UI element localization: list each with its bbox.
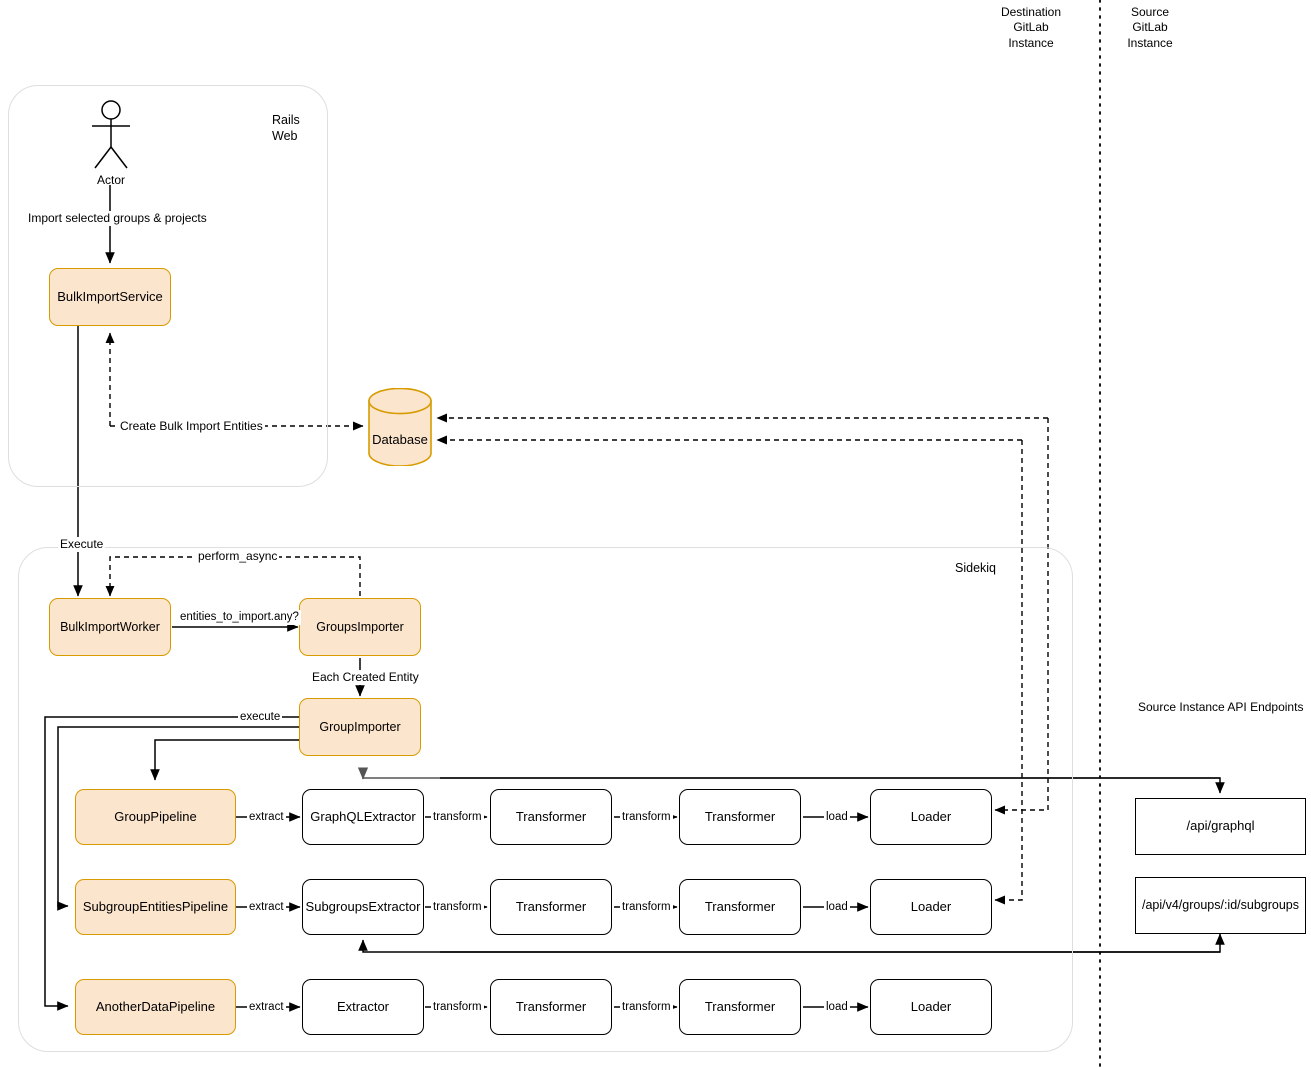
edge-label-transform-r2-a: transform bbox=[431, 900, 484, 915]
edge-label-load-r1: load bbox=[824, 810, 850, 825]
node-bulk-import-worker[interactable]: BulkImportWorker bbox=[49, 598, 171, 656]
edge-label-execute: Execute bbox=[58, 537, 106, 553]
node-transformer-r1-b[interactable]: Transformer bbox=[679, 789, 801, 845]
node-subgroup-entities-pipeline[interactable]: SubgroupEntitiesPipeline bbox=[75, 879, 236, 935]
rails-web-label: Rails Web bbox=[272, 112, 300, 145]
node-group-importer[interactable]: GroupImporter bbox=[299, 698, 421, 756]
api-endpoint-graphql[interactable]: /api/graphql bbox=[1135, 798, 1306, 855]
node-group-pipeline[interactable]: GroupPipeline bbox=[75, 789, 236, 845]
edge-label-load-r3: load bbox=[824, 1000, 850, 1015]
edge-label-execute-pipeline: execute bbox=[238, 710, 283, 725]
node-loader-r2[interactable]: Loader bbox=[870, 879, 992, 935]
node-groups-importer[interactable]: GroupsImporter bbox=[299, 598, 421, 656]
edge-label-extract-r1: extract bbox=[247, 810, 286, 825]
source-line-1: Source bbox=[1130, 5, 1170, 19]
destination-instance-label: Destination GitLab Instance bbox=[995, 5, 1067, 51]
node-transformer-r2-a[interactable]: Transformer bbox=[490, 879, 612, 935]
sidekiq-container bbox=[18, 547, 1073, 1052]
node-loader-r1[interactable]: Loader bbox=[870, 789, 992, 845]
api-endpoint-subgroups[interactable]: /api/v4/groups/:id/subgroups bbox=[1135, 877, 1306, 934]
database-label: Database bbox=[372, 431, 428, 447]
actor-label: Actor bbox=[96, 173, 125, 187]
edge-label-import-selected: Import selected groups & projects bbox=[26, 211, 209, 227]
edge-label-extract-r2: extract bbox=[247, 900, 286, 915]
rails-web-container bbox=[8, 85, 328, 487]
database-icon[interactable] bbox=[368, 388, 432, 466]
api-endpoints-heading: Source Instance API Endpoints bbox=[1138, 700, 1304, 714]
node-graphql-extractor[interactable]: GraphQLExtractor bbox=[302, 789, 424, 845]
edge-label-transform-r1-a: transform bbox=[431, 810, 484, 825]
rails-label-line-1: Rails bbox=[272, 113, 300, 127]
destination-line-1: Destination bbox=[1000, 5, 1062, 19]
node-transformer-r3-a[interactable]: Transformer bbox=[490, 979, 612, 1035]
destination-line-3: Instance bbox=[1008, 35, 1054, 50]
source-line-3: Instance bbox=[1127, 35, 1173, 50]
node-transformer-r2-b[interactable]: Transformer bbox=[679, 879, 801, 935]
sidekiq-label: Sidekiq bbox=[955, 561, 996, 575]
destination-line-2: GitLab bbox=[1013, 20, 1049, 35]
node-transformer-r3-b[interactable]: Transformer bbox=[679, 979, 801, 1035]
edge-label-create-bulk-import-entities: Create Bulk Import Entities bbox=[118, 419, 265, 435]
rails-label-line-2: Web bbox=[272, 129, 298, 144]
node-another-data-pipeline[interactable]: AnotherDataPipeline bbox=[75, 979, 236, 1035]
node-subgroups-extractor[interactable]: SubgroupsExtractor bbox=[302, 879, 424, 935]
source-line-2: GitLab bbox=[1132, 20, 1168, 35]
edge-label-load-r2: load bbox=[824, 900, 850, 915]
source-instance-label: Source GitLab Instance bbox=[1115, 5, 1185, 51]
edge-label-each-created-entity: Each Created Entity bbox=[310, 670, 421, 686]
edge-label-entities-to-import: entities_to_import.any? bbox=[178, 610, 301, 625]
node-bulk-import-service[interactable]: BulkImportService bbox=[49, 268, 171, 326]
edge-label-transform-r2-b: transform bbox=[620, 900, 673, 915]
edge-label-transform-r3-a: transform bbox=[431, 1000, 484, 1015]
node-extractor-r3[interactable]: Extractor bbox=[302, 979, 424, 1035]
edge-label-extract-r3: extract bbox=[247, 1000, 286, 1015]
edge-label-perform-async: perform_async bbox=[196, 549, 280, 565]
actor-icon bbox=[92, 100, 130, 169]
node-loader-r3[interactable]: Loader bbox=[870, 979, 992, 1035]
node-transformer-r1-a[interactable]: Transformer bbox=[490, 789, 612, 845]
edge-label-transform-r3-b: transform bbox=[620, 1000, 673, 1015]
edge-label-transform-r1-b: transform bbox=[620, 810, 673, 825]
